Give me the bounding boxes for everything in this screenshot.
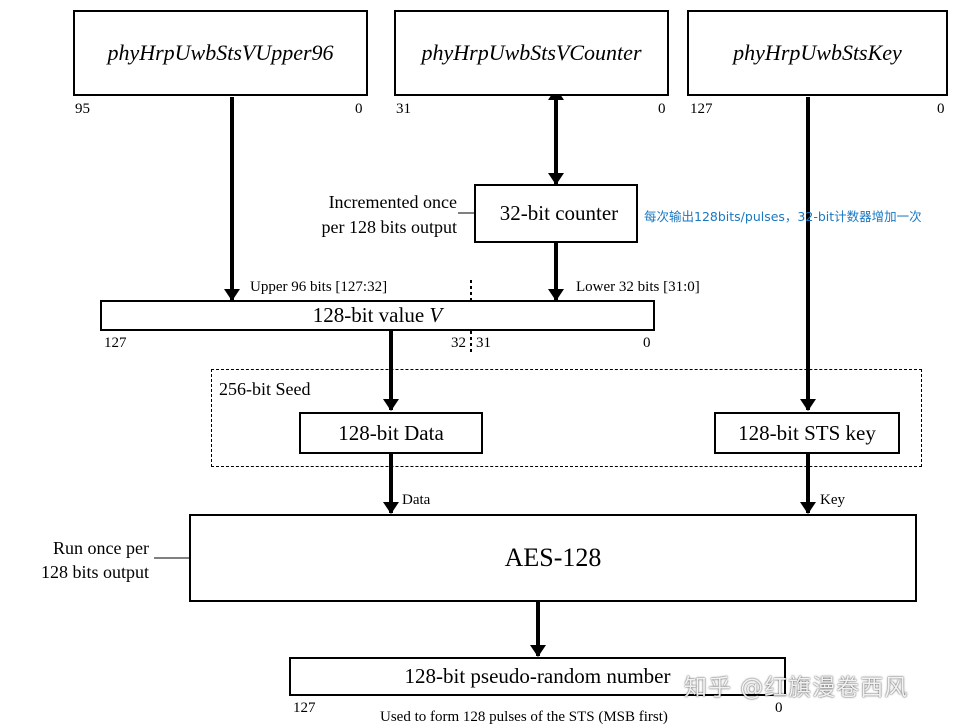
output-box: 128-bit pseudo-random number — [289, 657, 786, 696]
upper96-input-box: phyHrpUwbStsVUpper96 — [73, 10, 368, 96]
value-v-box: 128-bit value V — [100, 300, 655, 331]
value-v-bit-0: 0 — [643, 335, 651, 351]
run-note-line1: Run once per — [53, 538, 149, 558]
counter-lsb: 0 — [658, 101, 666, 117]
output-label: 128-bit pseudo-random number — [404, 664, 671, 688]
upper96-lsb: 0 — [355, 101, 363, 117]
counter-block: 32-bit counter — [474, 184, 638, 243]
counter-annotation: 每次输出128bits/pulses，32-bit计数器增加一次 — [644, 209, 922, 224]
output-caption: Used to form 128 pulses of the STS (MSB … — [380, 709, 668, 725]
key-lsb: 0 — [937, 101, 945, 117]
upper96-label: phyHrpUwbStsVUpper96 — [107, 40, 334, 65]
aes-data-input-label: Data — [402, 492, 431, 508]
output-bit-127: 127 — [293, 700, 316, 716]
value-v-bit-32: 32 — [451, 335, 466, 351]
counter-block-label: 32-bit counter — [499, 201, 619, 225]
aes-key-input-label: Key — [820, 492, 845, 508]
upper96-bits-label: Upper 96 bits [127:32] — [250, 279, 388, 295]
value-v-bit-31: 31 — [476, 335, 491, 351]
sts-key-label: 128-bit STS key — [738, 420, 876, 445]
lower32-bits-label: Lower 32 bits [31:0] — [576, 279, 700, 295]
upper96-msb: 95 — [75, 101, 90, 117]
key-input-box: phyHrpUwbStsKey — [687, 10, 948, 96]
counter-msb: 31 — [396, 101, 411, 117]
value-v-label: 128-bit value V — [312, 303, 443, 327]
data-box: 128-bit Data — [299, 412, 483, 454]
increment-note-line1: Incremented once — [328, 192, 457, 212]
data-box-label: 128-bit Data — [338, 420, 444, 445]
aes-block: AES-128 — [189, 514, 917, 602]
counter-input-box: phyHrpUwbStsVCounter — [394, 10, 669, 96]
run-note-line2: 128 bits output — [40, 562, 149, 582]
value-v-bit-127: 127 — [104, 335, 127, 351]
key-msb: 127 — [690, 101, 713, 117]
seed-label: 256-bit Seed — [219, 379, 311, 399]
counter-input-label: phyHrpUwbStsVCounter — [421, 40, 642, 65]
key-input-label: phyHrpUwbStsKey — [733, 40, 902, 65]
watermark-text: 知乎 @红旗漫卷西风 — [684, 675, 909, 701]
increment-note-line2: per 128 bits output — [321, 217, 458, 237]
seed-region — [211, 369, 922, 467]
sts-key-box: 128-bit STS key — [714, 412, 900, 454]
output-bit-0: 0 — [775, 700, 783, 716]
aes-label: AES-128 — [504, 543, 602, 572]
